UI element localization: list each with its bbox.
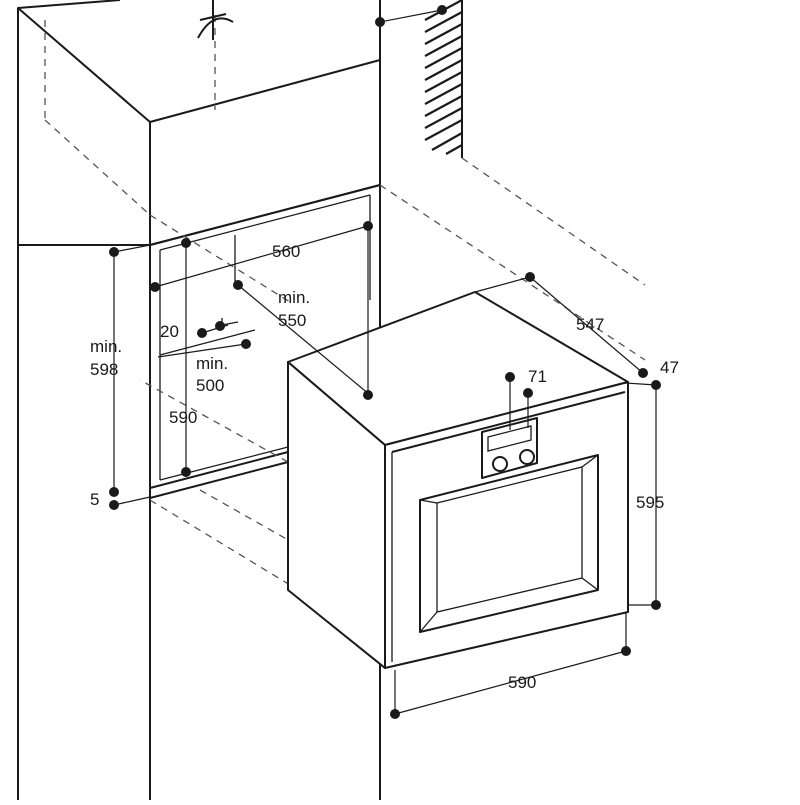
dim-min598-label-1: min. (90, 337, 122, 356)
projection-lines (139, 157, 646, 601)
left-knob-icon (492, 456, 508, 472)
dim-20-label: 20 (160, 322, 179, 341)
right-knob-icon (519, 449, 535, 465)
oven (287, 291, 629, 669)
dim-71-label: 71 (528, 367, 547, 386)
dim-547-label: 547 (576, 315, 604, 334)
oven-control-panel (481, 417, 538, 479)
wall-section (375, 0, 463, 158)
dimension-lines (109, 221, 661, 719)
electrical-connection-icon (197, 0, 234, 40)
dim-595-label: 595 (636, 493, 664, 512)
dim-min500-label-1: min. (196, 354, 228, 373)
dim-5-label: 5 (90, 490, 99, 509)
dim-min598-label-2: 598 (90, 360, 118, 379)
dim-47-label: 47 (660, 358, 679, 377)
dim-590-height-label: 590 (169, 408, 197, 427)
dimension-labels: 560 min. 550 min. 598 20 min. 500 590 5 … (90, 242, 679, 692)
dim-560-label: 560 (272, 242, 300, 261)
dim-590-width-label: 590 (508, 673, 536, 692)
dim-min550-label-1: min. (278, 288, 310, 307)
dim-min550-label-2: 550 (278, 311, 306, 330)
dim-min500-label-2: 500 (196, 376, 224, 395)
